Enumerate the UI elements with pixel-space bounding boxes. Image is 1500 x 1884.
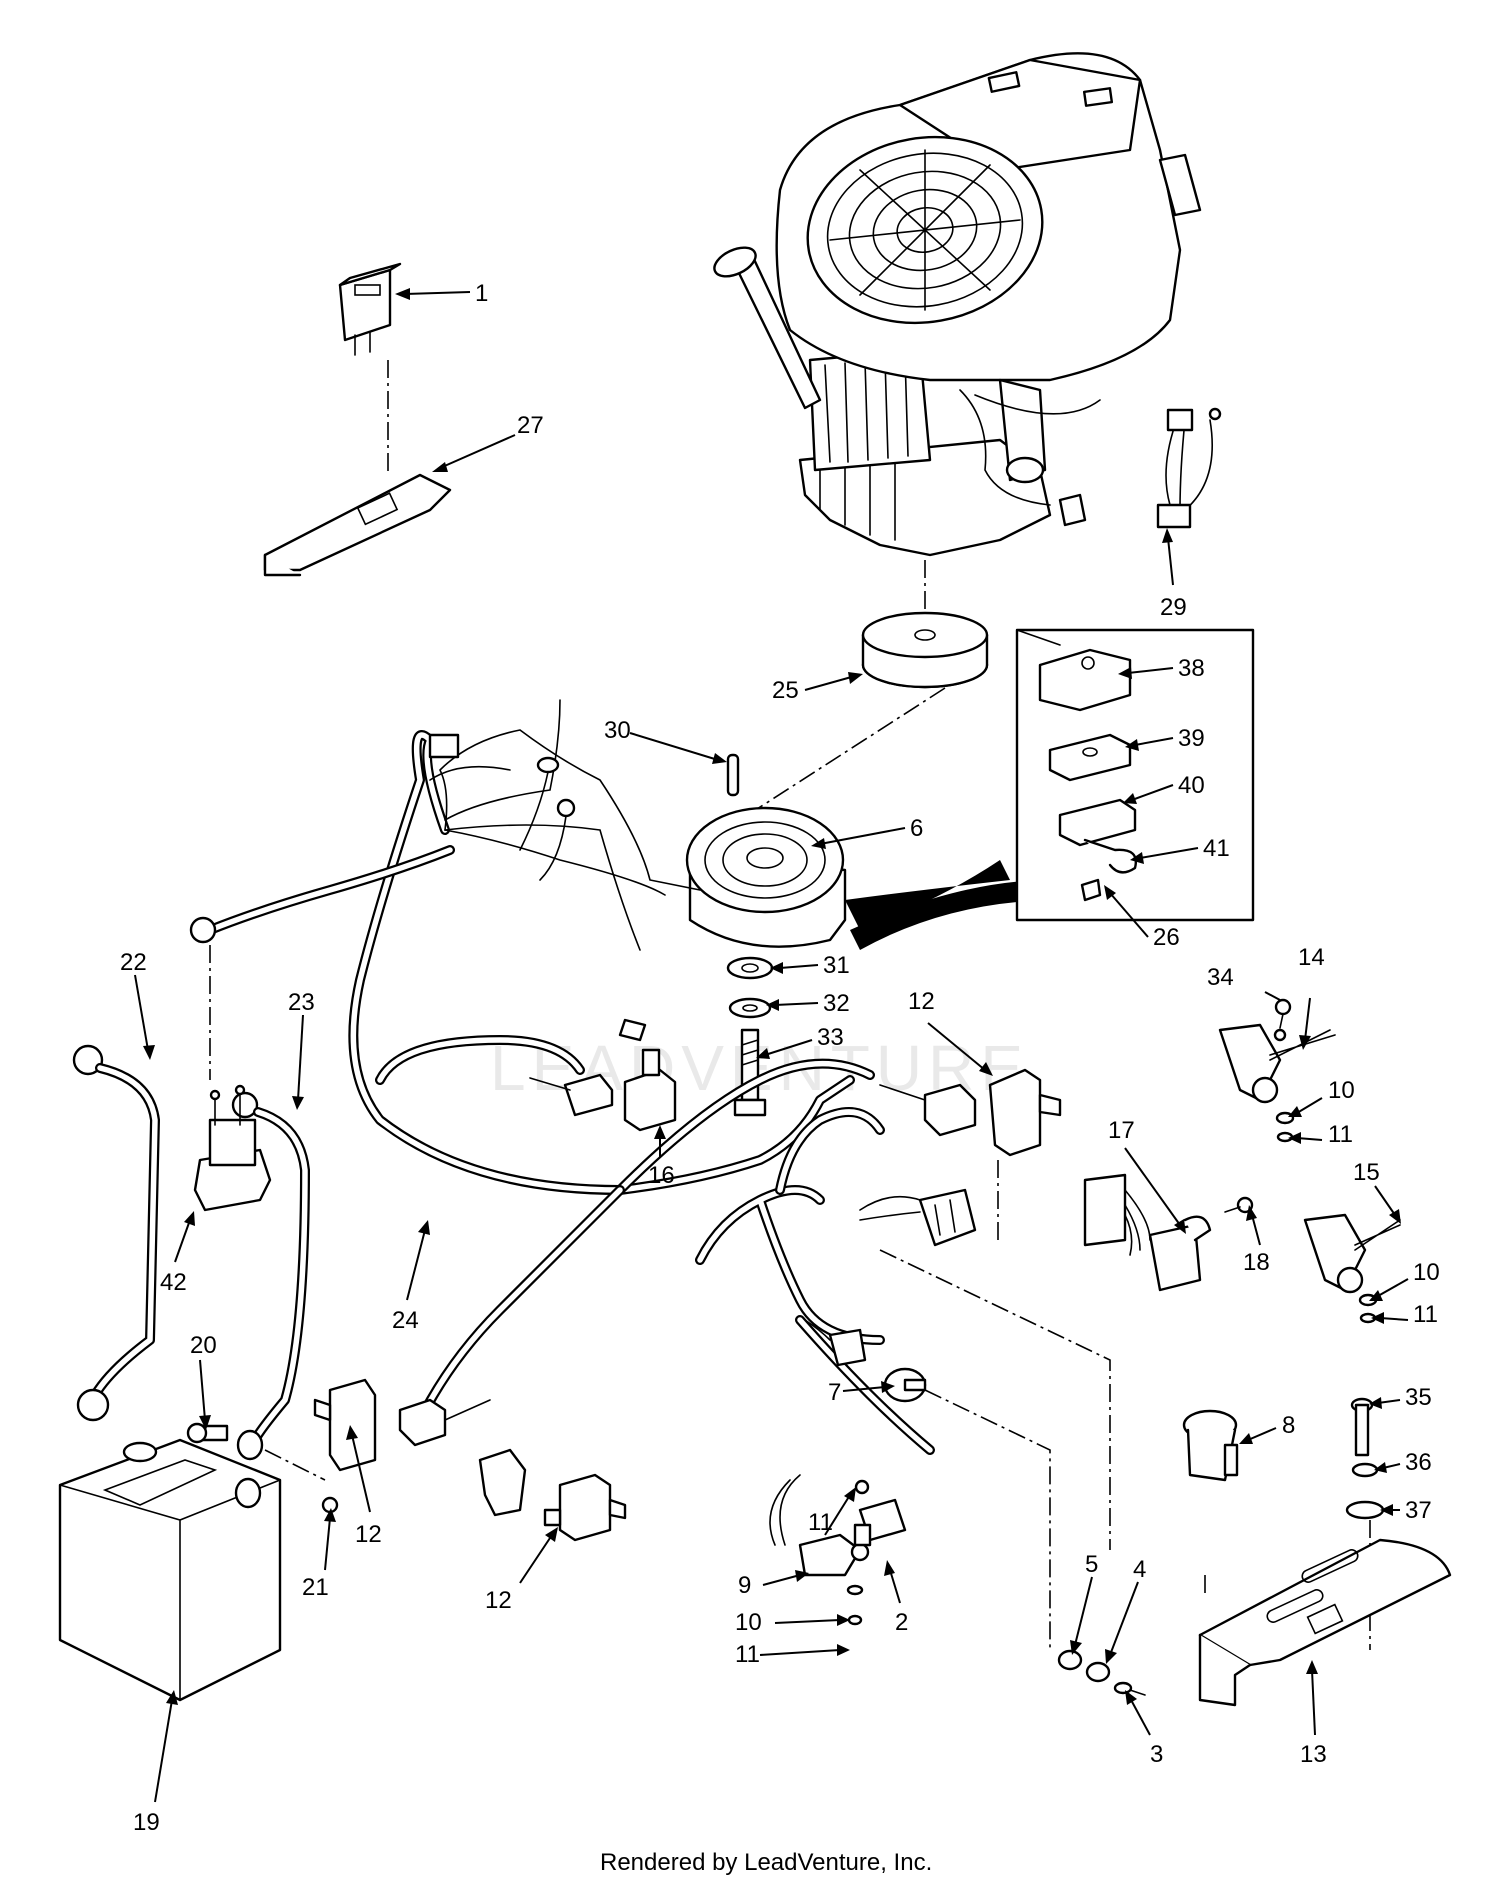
part-11-nut [854,1479,870,1495]
callout-21: 21 [302,1574,329,1601]
footer-credit: Rendered by LeadVenture, Inc. [600,1849,932,1876]
callout-6: 6 [910,815,923,842]
part-22-cable [72,1044,160,1422]
part-32-washer [728,997,772,1019]
part-3-key [1113,1681,1146,1696]
callout-19: 19 [133,1809,160,1836]
part-14-assembly [1218,1023,1336,1104]
callout-34: 34 [1207,964,1234,991]
inset-box [1015,628,1255,922]
callout-38: 38 [1178,655,1205,682]
callout-37: 37 [1405,1497,1432,1524]
callout-15: 15 [1353,1159,1380,1186]
part-16-switch [529,1048,677,1132]
harness-connector-plug [859,1188,977,1247]
callout-22: 22 [120,949,147,976]
callout-42: 42 [160,1269,187,1296]
callout-10-c: 10 [735,1609,762,1636]
callout-12-bottom: 12 [485,1587,512,1614]
part-24-wire-harness [348,730,935,1455]
part-23-cable [231,1091,310,1461]
part-18-screw [1224,1196,1254,1214]
callout-7: 7 [828,1379,841,1406]
callout-24: 24 [392,1307,419,1334]
callout-29: 29 [1160,594,1187,621]
part-12a-switch [879,1068,1062,1157]
callout-9: 9 [738,1572,751,1599]
part-12c-switch [478,1448,627,1542]
callout-25: 25 [772,677,799,704]
callout-33: 33 [817,1024,844,1051]
dash-pulley [739,560,946,821]
callout-1: 1 [475,280,488,307]
callout-3: 3 [1150,1741,1163,1768]
washer-10-lower [846,1584,864,1596]
callout-14: 14 [1298,944,1325,971]
callout-26: 26 [1153,924,1180,951]
ring-terminal-top [189,916,217,944]
callout-8: 8 [1282,1412,1295,1439]
callout-41: 41 [1203,835,1230,862]
callout-5: 5 [1085,1551,1098,1578]
part-15-assembly [1303,1213,1401,1294]
part-35-bolt [1350,1397,1374,1457]
callout-labels: 1 27 29 25 30 6 38 39 40 41 26 22 23 31 … [120,280,1440,1836]
callout-17: 17 [1108,1117,1135,1144]
part-8-switch [1182,1409,1239,1482]
callout-39: 39 [1178,725,1205,752]
part-25-pulley [861,611,989,689]
callout-30: 30 [604,717,631,744]
callout-13: 13 [1300,1741,1327,1768]
callout-11-a: 11 [1328,1121,1353,1148]
part-34-screw [1274,998,1292,1029]
part-30-key [726,753,740,797]
part-6-clutch [685,806,1060,950]
callout-11-d: 11 [735,1641,760,1668]
callout-27: 27 [517,412,544,439]
part-5-washer [1057,1649,1083,1671]
callout-2: 2 [895,1609,908,1636]
callout-31: 31 [823,952,850,979]
callout-35: 35 [1405,1384,1432,1411]
part-7-ignition-switch [804,1319,927,1403]
callout-12-top: 12 [908,988,935,1015]
part-13-bracket [1198,1538,1452,1707]
engine [713,52,1202,557]
part-9-connector [798,1533,870,1577]
callout-4: 4 [1133,1556,1146,1583]
callout-32: 32 [823,990,850,1017]
callout-20: 20 [190,1332,217,1359]
part-19-battery [58,1438,282,1702]
part-2-relay [853,1498,907,1547]
part-37-washer [1345,1500,1385,1520]
part-1-switch [338,262,402,356]
part-4-nut [1085,1661,1111,1683]
callout-10-a: 10 [1328,1077,1355,1104]
part-12b-switch [313,1378,491,1472]
callout-11-mid: 11 [808,1509,833,1536]
part-17-module [1083,1173,1212,1292]
part-27-bracket [263,473,452,577]
callout-11-b: 11 [1413,1301,1438,1328]
callout-18: 18 [1243,1249,1270,1276]
callout-12-left: 12 [355,1521,382,1548]
leader-arrows [134,288,1409,1803]
callout-16: 16 [648,1162,675,1189]
washer-11-lower [847,1614,863,1626]
callout-23: 23 [288,989,315,1016]
callout-36: 36 [1405,1449,1432,1476]
part-42-solenoid [193,1084,272,1212]
harness-top-branch [428,699,701,1042]
part-20-bolt [186,1422,229,1444]
part-29-engine-wire-lead [1156,407,1222,529]
part-36-washer [1351,1462,1379,1478]
callout-40: 40 [1178,772,1205,799]
callout-10-b: 10 [1413,1259,1440,1286]
part-31-washer [726,956,774,980]
